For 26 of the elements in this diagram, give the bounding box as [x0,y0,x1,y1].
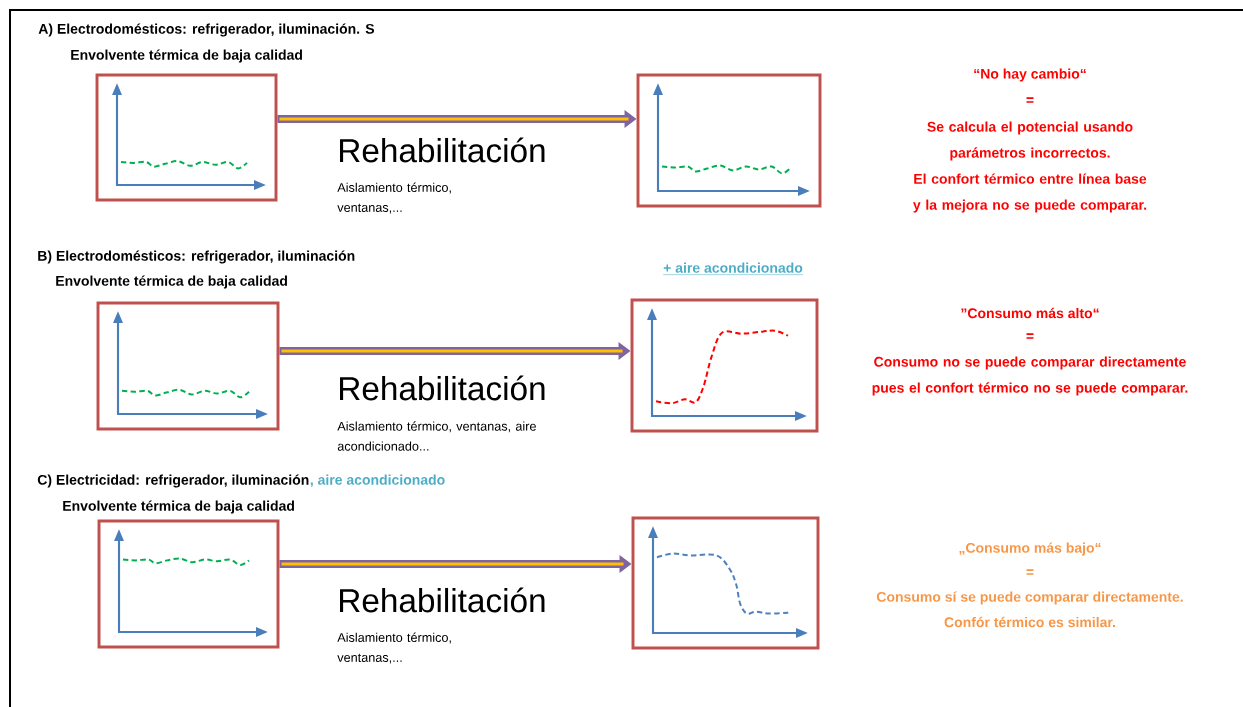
equals-sign: = [1026,97,1034,103]
equals-sign: = [1026,333,1034,339]
chart-panel [636,73,822,208]
chart-panel [97,519,280,649]
conclusion-text: El confort térmico entre línea base y la mejora no se puede comparar. [913,173,1147,213]
chart-panel [630,298,819,433]
caption-text: Aislamiento térmico, ventanas, aire acondicionado... [337,421,536,451]
edge-label: Rehabilitación [340,587,545,613]
equals-sign: = [1026,569,1034,575]
conclusion-text: Confór térmico es similar. [944,616,1115,628]
chart-panel [96,301,280,431]
section-heading: B) Electrodomésticos: refrigerador, iluminación [38,250,355,264]
section-heading: C) Electricidad: refrigerador, iluminación [37,474,309,488]
chart-panel [95,73,278,202]
highlight-text: , aire acondicionado [310,474,445,487]
caption-text: Aislamiento térmico, ventanas,... [337,182,451,214]
conclusion-text: Se calcula el potencial usando parámetros incorrectos. [927,121,1133,161]
annotation-text: + aire acondicionado [662,262,804,275]
conclusion-text: “No hay cambio“ [974,68,1086,82]
edge-label: Rehabilitación [340,137,545,163]
conclusion-text: „Consumo más bajo“ [959,542,1101,556]
chart-panel [631,516,820,650]
conclusion-text: Consumo sí se puede comparar directamente. [876,591,1183,605]
conclusion-text: ”Consumo más alto“ [961,307,1099,319]
edge-label: Rehabilitación [340,375,545,401]
caption-text: Aislamiento térmico, ventanas,... [337,632,451,664]
